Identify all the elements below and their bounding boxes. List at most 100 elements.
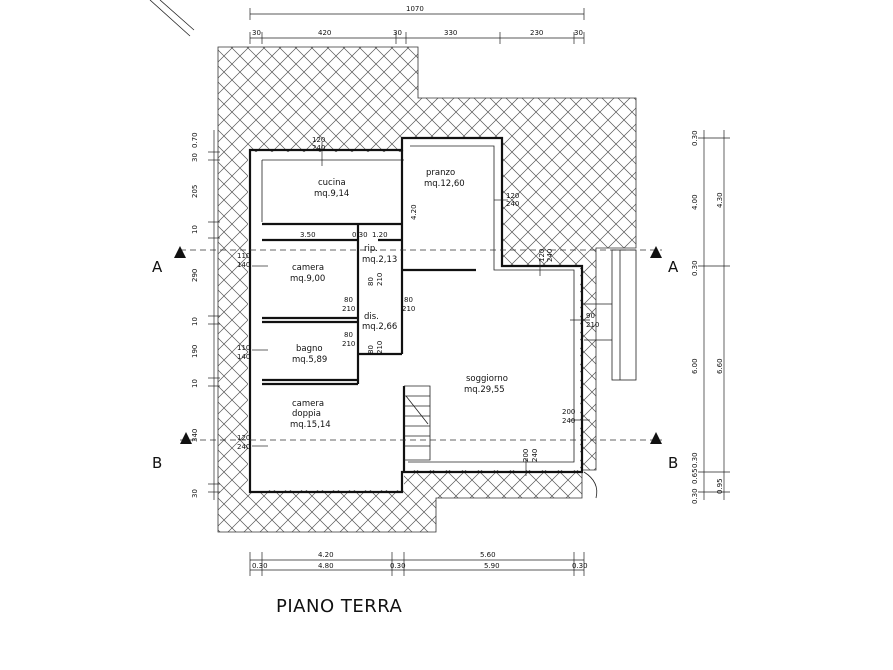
plan-title: PIANO TERRA <box>276 596 402 617</box>
open-soggiorno-bottom-1: 200 <box>522 449 530 462</box>
open-camera-2: 140 <box>237 261 250 269</box>
north-marker-2 <box>159 0 195 31</box>
bottom-dimension-lines <box>249 552 585 576</box>
section-b-arrow-right <box>650 432 662 444</box>
dim-top-2: 420 <box>318 29 331 37</box>
dim-right-7: 0.30 <box>691 452 699 468</box>
room-dis-area: mq.2,66 <box>362 322 397 332</box>
interior-walls <box>262 150 476 472</box>
dim-bottom-r2-4: 5.90 <box>484 562 500 570</box>
dim-left-1: 30 <box>191 153 199 162</box>
room-camera-doppia-name2: doppia <box>292 409 321 419</box>
dim-top-1: 30 <box>252 29 261 37</box>
room-camera-doppia-area: mq.15,14 <box>290 420 331 430</box>
open-dis-door-2: 210 <box>402 305 415 313</box>
section-b-arrow-left <box>180 432 192 444</box>
top-dimension-lines <box>249 8 585 44</box>
open-cucina-2: 240 <box>312 144 325 152</box>
dim-left-5: 290 <box>191 269 199 282</box>
open-cucina-1: 120 <box>312 136 325 144</box>
dim-bottom-r2-1: 0.30 <box>252 562 268 570</box>
room-cucina-name: cucina <box>318 178 346 188</box>
dim-top-3: 30 <box>393 29 402 37</box>
dim-left-8: 10 <box>191 379 199 388</box>
section-a-arrow-left <box>174 246 186 258</box>
dim-right-2: 4.00 <box>691 194 699 210</box>
stairs <box>404 385 431 461</box>
room-camera-area: mq.9,00 <box>290 274 325 284</box>
room-dis-name: dis. <box>364 312 379 322</box>
dim-left-9: 340 <box>191 429 199 442</box>
open-pranzo-2: 240 <box>506 200 519 208</box>
outer-wall-inner-line <box>261 145 575 463</box>
open-rip-door-1: 80 <box>367 277 375 286</box>
open-corner-2: 240 <box>546 249 554 262</box>
dim-left-6: 10 <box>191 317 199 326</box>
open-doppia-1: 120 <box>237 434 250 442</box>
dim-top-5: 230 <box>530 29 543 37</box>
open-camera-door-2: 210 <box>342 305 355 313</box>
outer-wall <box>248 136 584 494</box>
room-bagno-name: bagno <box>296 344 323 354</box>
int-dim-120: 1.20 <box>372 231 388 239</box>
open-soggiorno-bottom-2: 240 <box>531 449 539 462</box>
house-footprint <box>248 138 580 490</box>
room-rip-area: mq.2,13 <box>362 255 397 265</box>
room-camera-name: camera <box>292 263 324 273</box>
section-a-label-right: A <box>668 258 679 276</box>
dim-top-6: 30 <box>574 29 583 37</box>
open-doppia-2: 240 <box>237 443 250 451</box>
open-bagno-door-1: 80 <box>344 331 353 339</box>
dim-right-4: 0.30 <box>691 260 699 276</box>
left-wall-fill <box>248 152 262 492</box>
north-marker <box>149 0 191 37</box>
section-b-label-right: B <box>668 454 678 472</box>
dim-right-1: 0.30 <box>691 130 699 146</box>
open-camera-door-1: 80 <box>344 296 353 304</box>
section-b-label-left: B <box>152 454 162 472</box>
open-corner-1: 120 <box>538 249 546 262</box>
dim-top-4: 330 <box>444 29 457 37</box>
open-bagno-1: 110 <box>237 344 250 352</box>
corner-step <box>583 471 598 499</box>
open-soggiorno-door-2: 240 <box>562 417 575 425</box>
room-soggiorno-name: soggiorno <box>466 374 508 384</box>
dim-left-2: 0.70 <box>191 132 199 148</box>
open-soggiorno-side-2: 210 <box>586 321 599 329</box>
dim-total-width: 1070 <box>406 5 424 13</box>
open-soggiorno-door-1: 200 <box>562 408 575 416</box>
open-doppia-door-2: 210 <box>376 341 384 354</box>
dim-left-10: 30 <box>191 489 199 498</box>
room-pranzo-name: pranzo <box>426 168 455 178</box>
dim-right-5: 6.00 <box>691 358 699 374</box>
dim-left-3: 205 <box>191 185 199 198</box>
open-soggiorno-side-1: 90 <box>586 312 595 320</box>
dim-bottom-r1-2: 5.60 <box>480 551 496 559</box>
int-dim-030: 0.30 <box>352 231 368 239</box>
dim-left-4: 10 <box>191 225 199 234</box>
dim-bottom-r2-5: 0.30 <box>572 562 588 570</box>
open-doppia-door-1: 80 <box>367 345 375 354</box>
dim-bottom-r2-2: 4.80 <box>318 562 334 570</box>
dim-right-6: 6.60 <box>716 358 724 374</box>
dim-right-10: 0.95 <box>716 478 724 494</box>
dim-right-9: 0.30 <box>691 488 699 504</box>
int-dim-350: 3.50 <box>300 231 316 239</box>
room-cucina-area: mq.9,14 <box>314 189 349 199</box>
open-bagno-2: 140 <box>237 353 250 361</box>
dim-left-7: 190 <box>191 345 199 358</box>
open-bagno-door-2: 210 <box>342 340 355 348</box>
open-pranzo-1: 120 <box>506 192 519 200</box>
section-a-label-left: A <box>152 258 163 276</box>
dim-right-3: 4.30 <box>716 192 724 208</box>
dim-bottom-r1-1: 4.20 <box>318 551 334 559</box>
open-rip-door-2: 210 <box>376 273 384 286</box>
open-pranzo-height: 4.20 <box>410 204 418 220</box>
open-camera-1: 110 <box>237 252 250 260</box>
room-camera-doppia-name1: camera <box>292 399 324 409</box>
room-soggiorno-area: mq.29,55 <box>464 385 505 395</box>
room-rip-name: rip. <box>364 244 378 254</box>
open-dis-door-1: 80 <box>404 296 413 304</box>
room-bagno-area: mq.5,89 <box>292 355 327 365</box>
